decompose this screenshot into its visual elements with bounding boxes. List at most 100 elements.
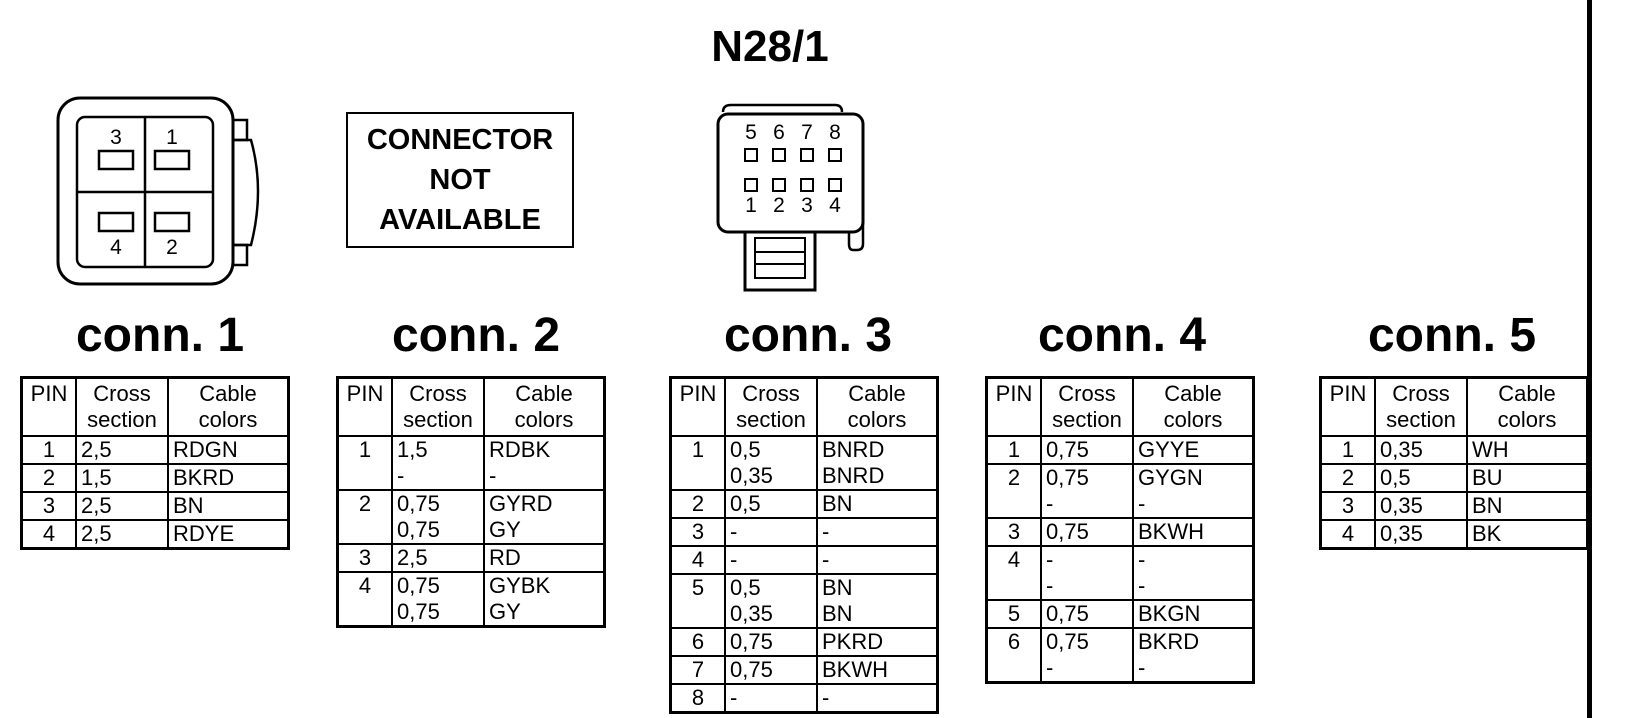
cross-section-cell: 0,75- [1040,464,1134,518]
pin-cell: 1 [669,436,726,490]
connector-1-drawing: 3 1 4 2 [56,96,260,286]
cable-color-value: - [489,463,497,488]
cross-section-cell: 0,75 [1040,518,1134,546]
table-row: 4-- [669,546,939,574]
pin-cell: 2 [20,464,77,492]
cable-colors-header-line: colors [198,407,258,432]
cross-section-header-line: section [1052,407,1122,432]
cable-color-cell: GYGN- [1132,464,1255,518]
pin-cell: 3 [336,544,393,572]
cross-section-value: 1,5 [81,465,112,490]
cross-section-value: - [397,463,405,488]
cable-color-cell: BKWH [816,656,939,684]
pin-cell: 1 [20,436,77,464]
cable-color-value: BNRD [822,437,885,462]
pin-cell: 2 [1319,464,1376,492]
cable-color-cell: BKRD [167,464,290,492]
cross-section-cell: - [724,684,818,713]
pin-cell: 4 [669,546,726,574]
cable-colors-header-line: Cable [1164,381,1222,406]
cable-color-cell: BN [167,492,290,520]
pin-label-1: 1 [166,126,178,149]
cable-color-value: BN [822,575,853,600]
cross-section-cell: 2,5 [75,492,169,520]
pin-header: PIN [669,377,726,437]
page-title: N28/1 [711,22,829,71]
pin-header: PIN [336,377,393,437]
pin-cell: 3 [669,518,726,546]
cable-color-cell: GYYE [1132,436,1255,464]
c3-top-pin-label: 7 [801,121,813,144]
cross-section-value: - [1046,655,1054,680]
cable-color-value: BU [1472,465,1503,490]
connector-not-available-box: CONNECTOR NOT AVAILABLE [346,112,574,248]
cable-color-cell: BK [1466,520,1589,549]
cross-section-value: 1,5 [397,437,428,462]
conn-1-title: conn. 1 [75,309,245,362]
cable-color-value: GY [489,599,521,624]
cable-colors-header-line: Cable [848,381,906,406]
pin-cell: 2 [669,490,726,518]
cross-section-value: 2,5 [81,521,112,546]
na-line-2: NOT [429,164,491,196]
cable-colors-header-line: colors [847,407,907,432]
c3-top-pin [828,148,842,162]
cross-section-value: 0,5 [730,491,761,516]
cross-section-value: 2,5 [81,493,112,518]
conn-3-title: conn. 3 [723,309,893,362]
pin-label-4: 4 [110,236,122,259]
cross-section-value: 0,75 [397,517,440,542]
cross-section-cell: 0,75- [1040,628,1134,683]
pin-cell: 1 [985,436,1042,464]
c3-bottom-pin-label: 1 [745,194,757,217]
cross-section-cell: 1,5 [75,464,169,492]
c3-top-pin-label: 6 [773,121,785,144]
pin-cell: 8 [669,684,726,713]
pin-cell: 1 [1319,436,1376,464]
pin-header: PIN [20,377,77,437]
cable-color-cell: RDGN [167,436,290,464]
cross-section-header-line: Cross [409,381,467,406]
cross-section-header-line: Cross [1058,381,1116,406]
cross-section-value: 0,5 [730,575,761,600]
pin-cell: 4 [20,520,77,549]
cable-color-cell: - [816,546,939,574]
conn-5-title: conn. 5 [1367,309,1537,362]
pin-cell: 6 [985,628,1042,683]
cross-section-cell: 0,5 [724,490,818,518]
c3-bottom-pin [772,178,786,192]
cross-section-value: 0,75 [730,657,773,682]
cable-color-cell: - [816,518,939,546]
cable-color-cell: WH [1466,436,1589,464]
c3-bottom-pin [800,178,814,192]
cable-color-value: BKWH [822,657,888,682]
cross-section-header-line: Cross [742,381,800,406]
cable-colors-header-line: Cable [1498,381,1556,406]
cable-color-value: RD [489,545,521,570]
pin-header: PIN [1319,377,1376,437]
pin-cell: 3 [1319,492,1376,520]
cross-section-value: 0,5 [1380,465,1411,490]
cable-color-value: GY [489,517,521,542]
cross-section-value: 0,5 [730,437,761,462]
cross-section-header-line: Cross [93,381,151,406]
c3-bottom-pin [828,178,842,192]
cross-section-value: - [730,519,738,544]
pin-cell: 5 [985,600,1042,628]
cross-section-value: 0,75 [397,573,440,598]
cross-section-value: 2,5 [397,545,428,570]
cross-section-value: - [1046,573,1054,598]
pin-cell: 1 [336,436,393,490]
